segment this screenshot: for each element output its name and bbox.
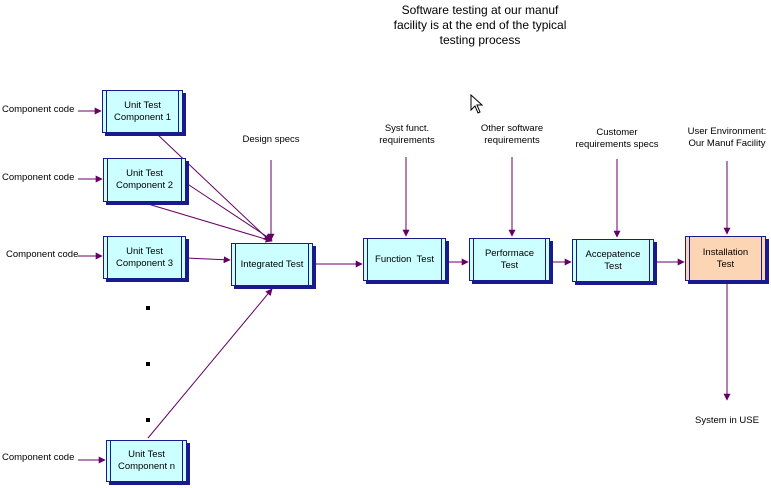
component-code-label-3: Component code — [6, 249, 79, 260]
mouse-cursor-icon — [470, 94, 484, 114]
installation-specs-label: User Environment: Our Manuf Facility — [687, 126, 767, 149]
title-note: Software testing at our manuf facility i… — [380, 3, 580, 48]
component-code-label-n: Component code — [2, 452, 75, 463]
arrow-unit2b-to-integrated — [147, 203, 273, 243]
arrow-unit3-to-integrated — [185, 256, 231, 264]
ellipsis-dot-1 — [146, 306, 150, 310]
arrow-unitn-to-integrated — [147, 288, 273, 439]
arrow-unit2-to-integrated — [185, 182, 273, 241]
component-code-label-1: Component code — [2, 104, 75, 115]
arrow-unit1-to-integrated — [157, 134, 271, 242]
ellipsis-dot-2 — [146, 362, 150, 366]
system-in-use-label: System in USE — [695, 415, 759, 426]
title-note-line-1: Software testing at our manuf — [401, 3, 559, 17]
design-specs-label: Design specs — [242, 134, 300, 145]
function-specs-label: Syst funct. requirements — [379, 123, 435, 146]
title-note-line-3: testing process — [439, 33, 521, 47]
function-test-box: Function Test — [363, 238, 446, 281]
performance-specs-label: Other software requirements — [480, 123, 544, 146]
integrated-test-box: Integrated Test — [231, 243, 313, 286]
acceptance-specs-label: Customer requirements specs — [575, 127, 659, 150]
ellipsis-dot-3 — [146, 418, 150, 422]
component-code-label-2: Component code — [2, 172, 75, 183]
title-note-line-2: facility is at the end of the typical — [393, 18, 567, 32]
